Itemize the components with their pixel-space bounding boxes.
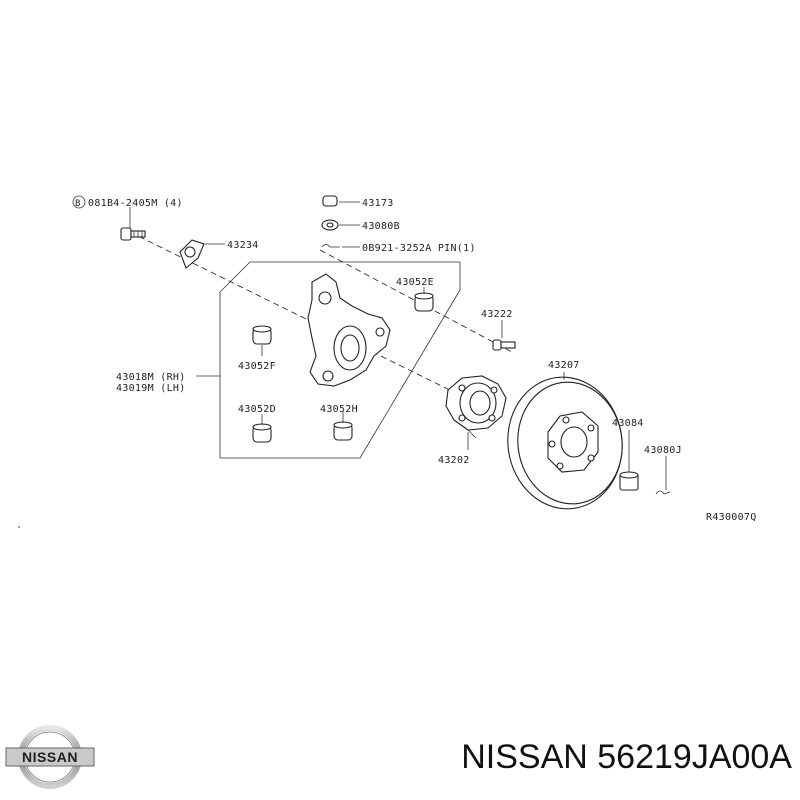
- axis-line-2: [319, 249, 513, 353]
- hub-bearing-part: [445, 375, 507, 439]
- label-43052e: 43052E: [396, 277, 434, 288]
- label-pin-ref: 0B921-3252A PIN(1): [362, 243, 476, 254]
- label-bolt-ref: 081B4-2405M (4): [88, 198, 183, 209]
- dot-mark: [18, 526, 20, 528]
- label-43207: 43207: [548, 360, 580, 371]
- label-43052f: 43052F: [238, 361, 276, 372]
- label-43052h: 43052H: [320, 404, 358, 415]
- label-knuckle-rh: 43018M (RH): [116, 372, 186, 383]
- dust-shield-part: [179, 239, 205, 269]
- label-43080b: 43080B: [362, 221, 400, 232]
- cotter-pin-part: [321, 244, 340, 248]
- nissan-logo-icon: NISSAN: [5, 725, 95, 789]
- label-43222: 43222: [481, 309, 513, 320]
- bushing-43052h-part: [333, 421, 353, 441]
- label-43202: 43202: [438, 455, 470, 466]
- bolt-part: [120, 227, 146, 241]
- bushing-43052f-part: [252, 325, 272, 345]
- hub-bolt-part: [492, 339, 516, 351]
- cotter-pin-43080j-part: [655, 490, 671, 495]
- bushing-43052e-part: [414, 292, 434, 312]
- part-number-title: NISSAN 56219JA00A: [461, 738, 792, 776]
- knuckle-assembly-bracket: [219, 261, 461, 459]
- bushing-43052d-part: [252, 423, 272, 443]
- reference-mark-circle: [72, 195, 86, 209]
- label-43234: 43234: [227, 240, 259, 251]
- brake-rotor-part: [507, 376, 623, 510]
- label-43173: 43173: [362, 198, 394, 209]
- axle-nut-part: [619, 471, 639, 491]
- knuckle-part: [307, 273, 391, 387]
- label-43052d: 43052D: [238, 404, 276, 415]
- washer-43080b-part: [321, 219, 339, 231]
- label-43080j: 43080J: [644, 445, 682, 456]
- bolt-ref-mark: B: [75, 199, 81, 209]
- label-43084: 43084: [612, 418, 644, 429]
- logo-text: NISSAN: [22, 749, 78, 765]
- figure-code: R430007Q: [706, 512, 757, 523]
- nut-43173-part: [322, 195, 338, 207]
- label-knuckle-lh: 43019M (LH): [116, 383, 186, 394]
